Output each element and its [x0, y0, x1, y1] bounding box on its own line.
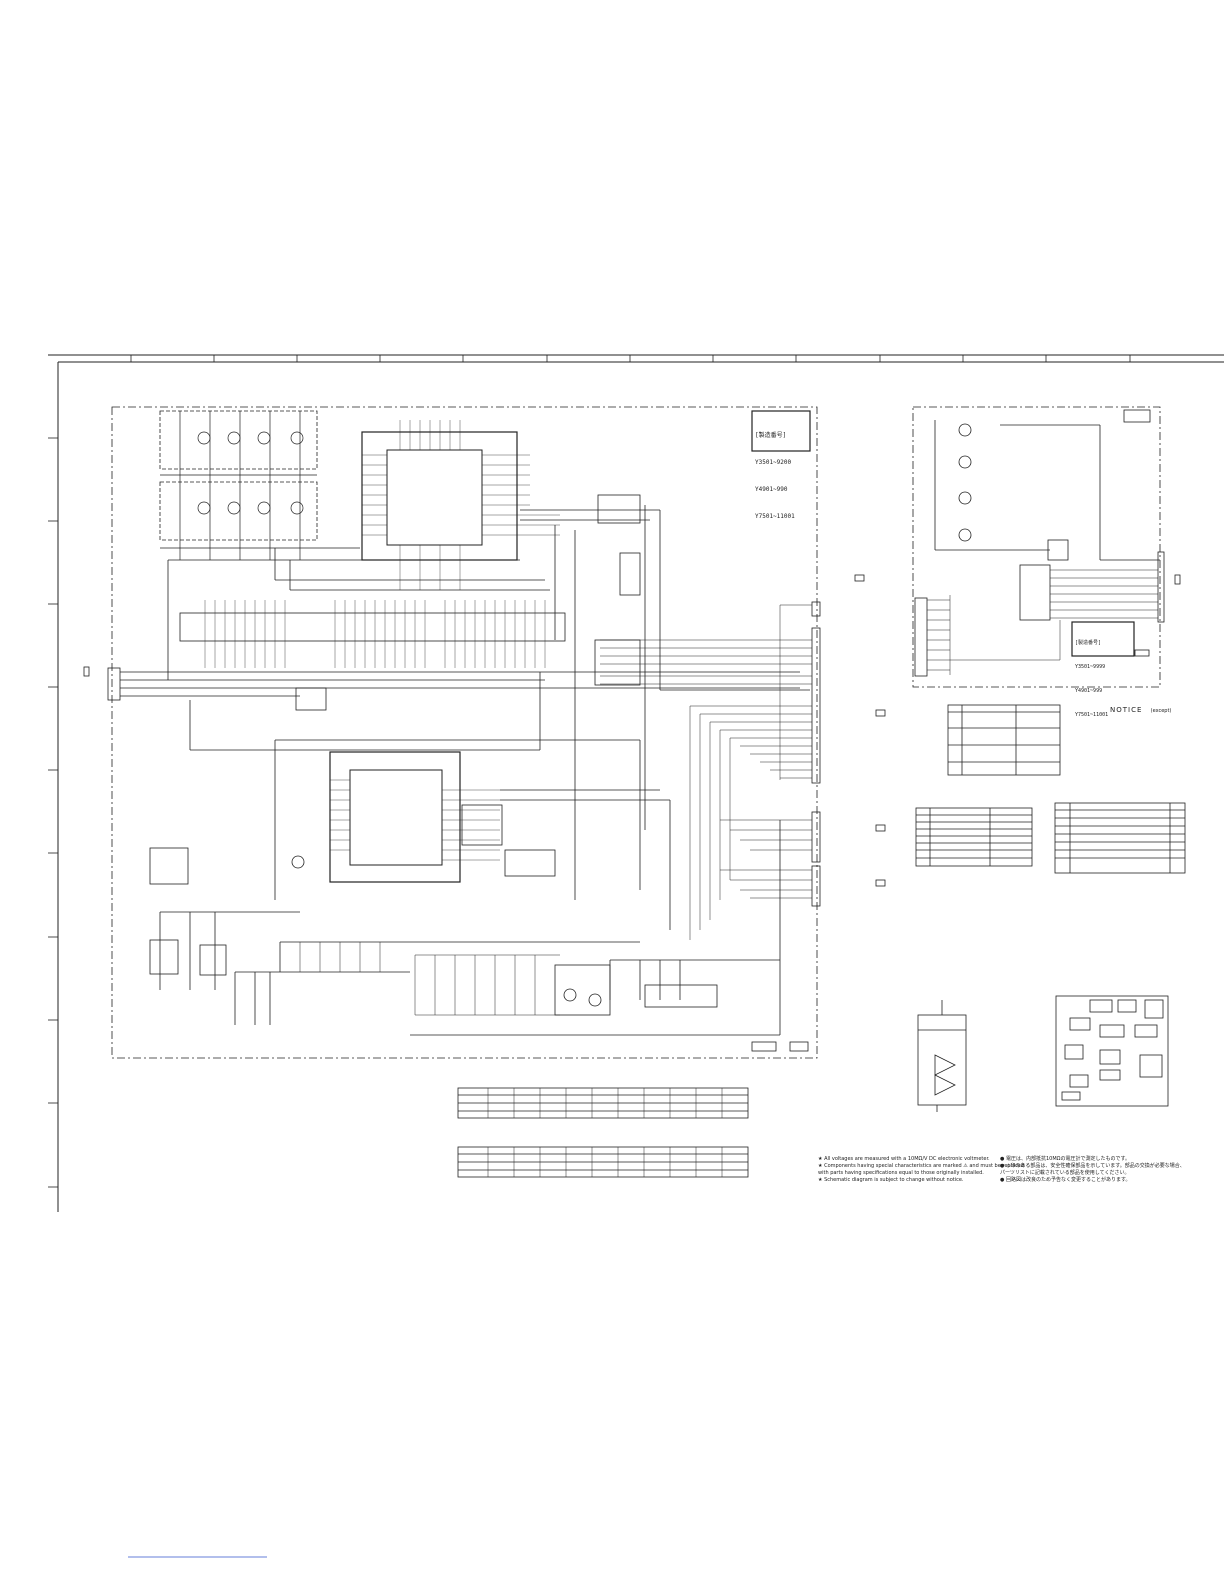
- main-version-line-3: Y7501~11001: [755, 513, 795, 520]
- sub-version-line-3: Y7501~11001: [1075, 712, 1109, 718]
- footer-note-en-3: with parts having specifications equal t…: [818, 1170, 984, 1176]
- main-version-box: [製造番号] Y3501~9200 Y4901~990 Y7501~11001: [755, 413, 809, 530]
- footer-note-en-1: ★ All voltages are measured with a 10MΩ/…: [818, 1156, 990, 1162]
- main-version-line-1: Y3501~9200: [755, 459, 792, 466]
- main-version-title: [製造番号]: [755, 432, 787, 439]
- footer-note-en-4: ★ Schematic diagram is subject to change…: [818, 1177, 964, 1183]
- sub-version-line-1: Y3501~9999: [1075, 664, 1106, 670]
- footer-notes-en: ★ All voltages are measured with a 10MΩ/…: [818, 1156, 1024, 1184]
- notice-heading: NOTICE (except): [1110, 706, 1171, 714]
- footer-note-jp-3: パーツリストに記載されている部品を使用してください。: [1000, 1170, 1130, 1176]
- footer-notes-jp: ● 電圧は、内部抵抗10MΩの電圧計で測定したものです。 ● ⚠印のある部品は、…: [1000, 1156, 1185, 1184]
- footer-note-jp-1: ● 電圧は、内部抵抗10MΩの電圧計で測定したものです。: [1000, 1156, 1130, 1162]
- notice-subtitle: (except): [1150, 708, 1172, 714]
- sub-version-line-2: Y4901~999: [1075, 688, 1103, 694]
- notice-title: NOTICE: [1110, 706, 1143, 714]
- footer-note-jp-2: ● ⚠印のある部品は、安全性確保部品を示しています。部品の交換が必要な場合、: [1000, 1163, 1185, 1169]
- footer-note-en-2: ★ Components having special characterist…: [818, 1163, 1025, 1169]
- footer-note-jp-4: ● 回路図は改良のため予告なく変更することがあります。: [1000, 1177, 1131, 1183]
- main-version-line-2: Y4901~990: [755, 486, 788, 493]
- sub-version-title: [製造番号]: [1075, 640, 1102, 646]
- sub-version-box: [製造番号] Y3501~9999 Y4901~999 Y7501~11001: [1075, 623, 1133, 727]
